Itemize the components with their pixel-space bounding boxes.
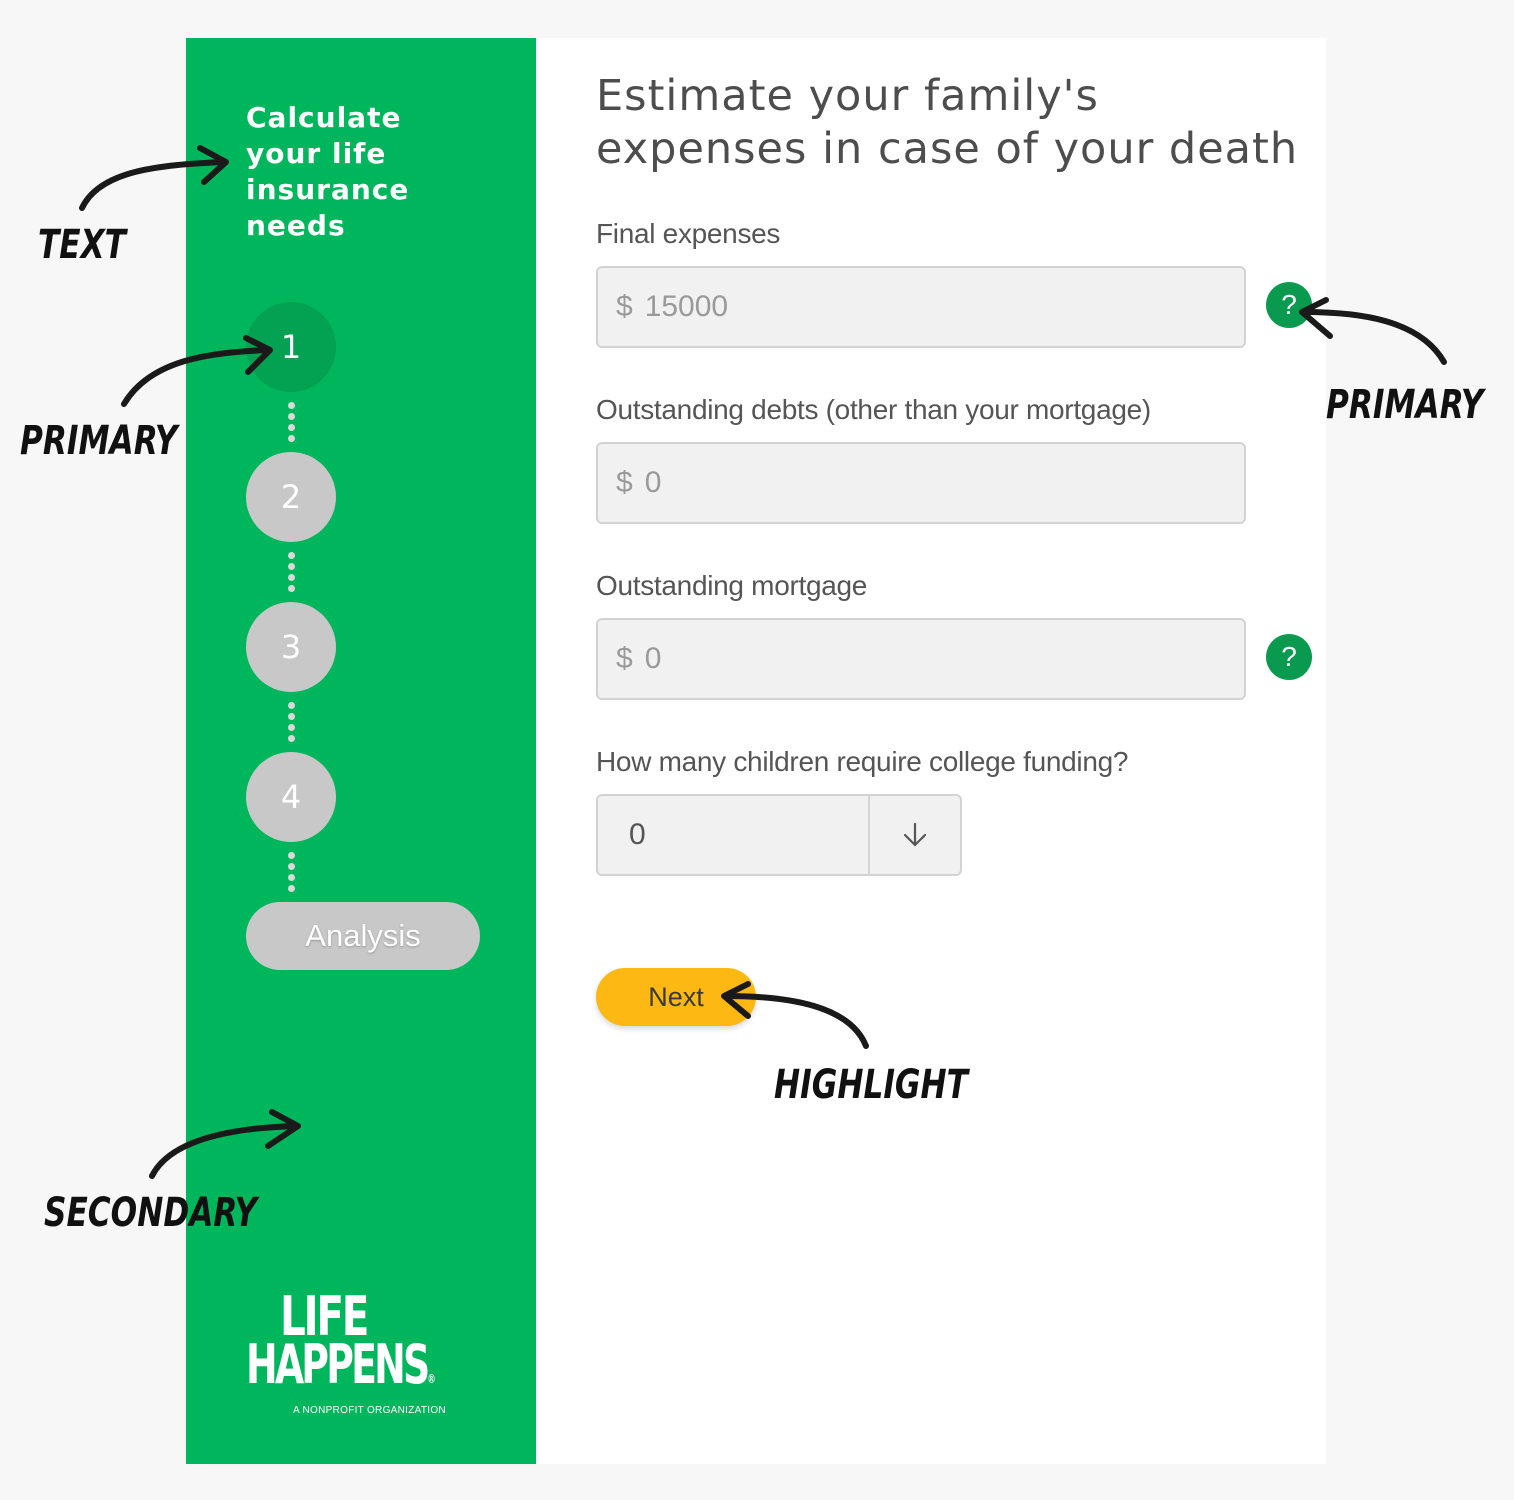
sidebar: Calculate your life insurance needs 1 2 … — [186, 38, 536, 1464]
outstanding-debts-input[interactable]: $ 0 — [596, 442, 1246, 524]
annotation-highlight: HIGHLIGHT — [774, 1062, 968, 1108]
outstanding-mortgage-input[interactable]: $ 0 — [596, 618, 1246, 700]
step-connector — [287, 552, 295, 592]
currency-symbol: $ — [616, 642, 633, 675]
step-connector — [287, 852, 295, 892]
children-college-label: How many children require college fundin… — [596, 746, 1129, 777]
final-expenses-value: 15000 — [644, 290, 729, 323]
step-4[interactable]: 4 — [246, 752, 336, 842]
step-2[interactable]: 2 — [246, 452, 336, 542]
final-expenses-help-icon[interactable]: ? — [1266, 282, 1312, 328]
life-happens-logo: LIFE HAPPENS® A NONPROFIT ORGANIZATION — [246, 1285, 446, 1417]
currency-symbol: $ — [616, 290, 633, 323]
step-1[interactable]: 1 — [246, 302, 336, 392]
outstanding-mortgage-value: 0 — [644, 642, 662, 675]
annotation-primary-right: PRIMARY — [1326, 382, 1484, 428]
arrow-down-icon[interactable] — [868, 796, 960, 874]
outstanding-mortgage-label: Outstanding mortgage — [596, 570, 868, 601]
annotation-primary-left: PRIMARY — [20, 418, 178, 464]
outstanding-debts-label: Outstanding debts (other than your mortg… — [596, 394, 1151, 425]
currency-symbol: $ — [616, 466, 633, 499]
page-title: Estimate your family's expenses in case … — [596, 71, 1299, 174]
children-college-value: 0 — [629, 818, 646, 851]
annotation-secondary: SECONDARY — [44, 1190, 258, 1236]
step-3[interactable]: 3 — [246, 602, 336, 692]
final-expenses-label: Final expenses — [596, 218, 781, 249]
step-connector — [287, 702, 295, 742]
final-expenses-input[interactable]: $ 15000 — [596, 266, 1246, 348]
outstanding-debts-value: 0 — [644, 466, 662, 499]
annotation-text: TEXT — [38, 222, 126, 268]
outstanding-mortgage-help-icon[interactable]: ? — [1266, 634, 1312, 680]
sidebar-title: Calculate your life insurance needs — [246, 101, 410, 242]
step-connector — [287, 402, 295, 442]
children-college-select[interactable]: 0 — [596, 794, 962, 876]
analysis-step-button[interactable]: Analysis — [246, 902, 480, 970]
calculator-card: Calculate your life insurance needs 1 2 … — [186, 38, 1326, 1464]
